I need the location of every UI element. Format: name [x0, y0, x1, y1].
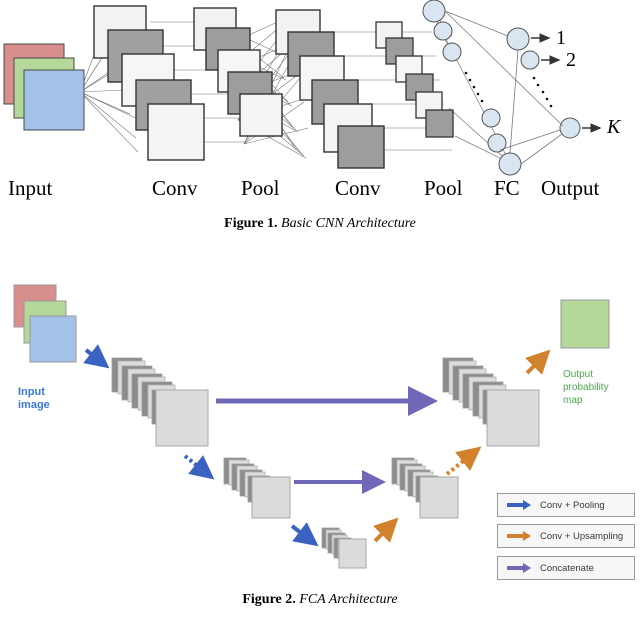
output-layer-neurons: [506, 27, 581, 139]
legend-label-conv-upsampling: Conv + Upsampling: [540, 530, 624, 542]
output-class-label-k: K: [607, 116, 621, 138]
output-class-label-2: 2: [566, 49, 576, 71]
connection-lines-fc-output: [444, 10, 564, 165]
fig2-input-image-label: Input image: [18, 386, 50, 411]
layer-label-conv2: Conv: [335, 176, 381, 200]
legend-label-conv-pooling: Conv + Pooling: [540, 499, 605, 511]
decoder-level1-stack: [442, 357, 540, 447]
figure-1-caption: Figure 1. Basic CNN Architecture: [0, 216, 640, 232]
layer-label-conv1: Conv: [152, 176, 198, 200]
arrow-conv-pooling-input: [83, 344, 110, 369]
output-ellipsis-dots: [532, 76, 553, 108]
figure-1-caption-number: Figure 1.: [224, 216, 278, 231]
figure-2-caption: Figure 2. FCA Architecture: [0, 592, 640, 608]
legend-label-concatenate: Concatenate: [540, 562, 594, 574]
layer-label-pool1: Pool: [241, 176, 280, 200]
bottleneck-stack: [321, 527, 367, 569]
fca-architecture-svg: [13, 284, 610, 569]
legend-item-conv-upsampling[interactable]: Conv + Upsampling: [497, 524, 635, 548]
layer-label-output: Output: [541, 176, 600, 200]
layer-label-pool2: Pool: [424, 176, 463, 200]
decoder-level2-stack: [391, 457, 459, 519]
figure-2-fca-architecture: Input image Output probability map Conv …: [0, 258, 640, 583]
input-image-stack: [3, 43, 85, 131]
figure-2-caption-number: Figure 2.: [242, 592, 296, 607]
arrow-conv-upsampling-bottleneck-dec2: [373, 517, 399, 543]
arrow-conv-upsampling-dec2-dec1: [445, 446, 482, 476]
conv1-feature-maps: [93, 5, 205, 161]
output-class-label-1: 1: [556, 27, 566, 49]
pool2-feature-maps: [375, 21, 454, 138]
output-probability-map-square: [560, 299, 610, 349]
output-arrows: [531, 33, 602, 133]
conv2-feature-maps: [275, 9, 385, 169]
arrow-conv-pooling-enc2-bottleneck: [290, 522, 319, 547]
figure-1-cnn-architecture: Input Conv Pool Conv Pool FC Output 1 2 …: [0, 0, 640, 205]
legend-arrow-concatenate-icon: [507, 563, 531, 573]
encoder-level2-stack: [223, 457, 291, 519]
layer-label-input: Input: [8, 176, 53, 200]
legend-item-conv-pooling[interactable]: Conv + Pooling: [497, 493, 635, 517]
legend-arrow-conv-upsampling-icon: [507, 531, 531, 541]
fc-layer-neurons: [422, 0, 522, 176]
arrow-conv-upsampling-dec1-output: [525, 349, 551, 375]
legend-item-concatenate[interactable]: Concatenate: [497, 556, 635, 580]
fc-ellipsis-dots: [464, 71, 484, 103]
fig2-input-image-stack: [13, 284, 77, 363]
cnn-architecture-svg: [3, 0, 602, 176]
fig2-output-probability-map-label: Output probability map: [563, 369, 609, 406]
figure-2-caption-text: FCA Architecture: [299, 592, 398, 607]
legend-arrow-conv-pooling-icon: [507, 500, 531, 510]
layer-label-fc: FC: [494, 176, 520, 200]
arrow-conv-pooling-enc1-enc2: [183, 454, 215, 480]
encoder-level1-stack: [111, 357, 209, 447]
figure-1-caption-text: Basic CNN Architecture: [281, 216, 416, 231]
pool1-feature-maps: [193, 7, 283, 137]
